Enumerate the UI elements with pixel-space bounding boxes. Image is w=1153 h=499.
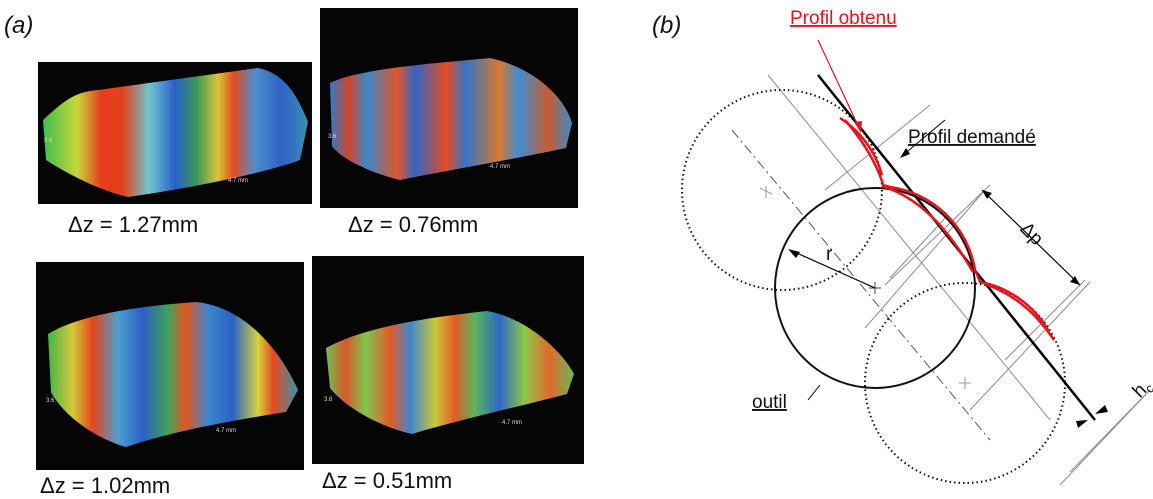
outil-leader <box>807 384 821 401</box>
scale-label: 4.7 mm <box>502 420 522 426</box>
panel-b-label: (b) <box>652 12 682 39</box>
caption-3: Δz = 1.02mm <box>40 473 171 498</box>
guide-line <box>969 281 1091 411</box>
surface-thumbnail-3: 3.6 4.7 mm <box>36 262 304 470</box>
side-label: 3.6 <box>44 138 53 144</box>
guide-line <box>1004 279 1086 361</box>
surface-mesh <box>330 58 572 180</box>
guide-line <box>767 74 1051 421</box>
milling-profile-diagram: Profil obtenu Profil demandé outil r Δp … <box>681 8 1153 486</box>
caption-1: Δz = 1.27mm <box>68 212 199 237</box>
side-label: 3.6 <box>46 398 55 404</box>
radius-arrow <box>789 249 876 289</box>
profil-obtenu-curve <box>984 282 1056 341</box>
surface-thumbnail-1: 3.6 4.7 mm <box>38 62 312 204</box>
scale-label: 4.7 mm <box>216 428 236 434</box>
scale-label: 4.7 mm <box>490 164 510 170</box>
surface-thumbnail-4: 3.6 4.7 mm <box>312 256 584 464</box>
profil-obtenu-leader-head <box>854 121 862 133</box>
radius-arrowhead <box>788 249 800 258</box>
profil-demande-label: Profil demandé <box>908 127 1036 148</box>
caption-2: Δz = 0.76mm <box>348 212 479 237</box>
scale-label: 4.7 mm <box>228 178 248 184</box>
tool-center-line <box>731 129 991 441</box>
caption-4: Δz = 0.51mm <box>322 468 453 493</box>
tool-circle <box>774 187 976 389</box>
tool-circle-previous <box>681 89 883 291</box>
profil-obtenu-label: Profil obtenu <box>790 8 897 29</box>
surface-mesh <box>326 311 574 434</box>
guide-line <box>884 184 991 286</box>
delta-p-label: Δp <box>1016 218 1047 249</box>
radius-label: r <box>826 244 833 265</box>
outil-label: outil <box>752 392 787 413</box>
surface-thumbnail-2: 3.6 4.7 mm <box>320 8 578 208</box>
surface-mesh <box>48 302 298 447</box>
profil-demande-leader-head <box>900 148 910 158</box>
center-mark <box>959 377 971 389</box>
guide-line <box>864 189 986 329</box>
side-label: 3.6 <box>328 134 337 140</box>
side-label: 3.6 <box>324 397 333 403</box>
guide-line <box>1069 394 1146 473</box>
profil-obtenu-curve <box>881 184 975 273</box>
hc-arrowheads <box>1076 405 1108 428</box>
delta-p-dimension <box>981 189 1081 286</box>
profil-obtenu-leader <box>817 39 861 131</box>
center-mark <box>759 186 773 198</box>
profil-demande-leader <box>901 119 946 157</box>
hc-label: hc <box>1129 375 1153 404</box>
panel-a-label: (a) <box>4 12 34 39</box>
surface-mesh <box>43 68 308 197</box>
hc-sub: c <box>1142 380 1153 396</box>
profil-obtenu-curve <box>844 119 885 185</box>
